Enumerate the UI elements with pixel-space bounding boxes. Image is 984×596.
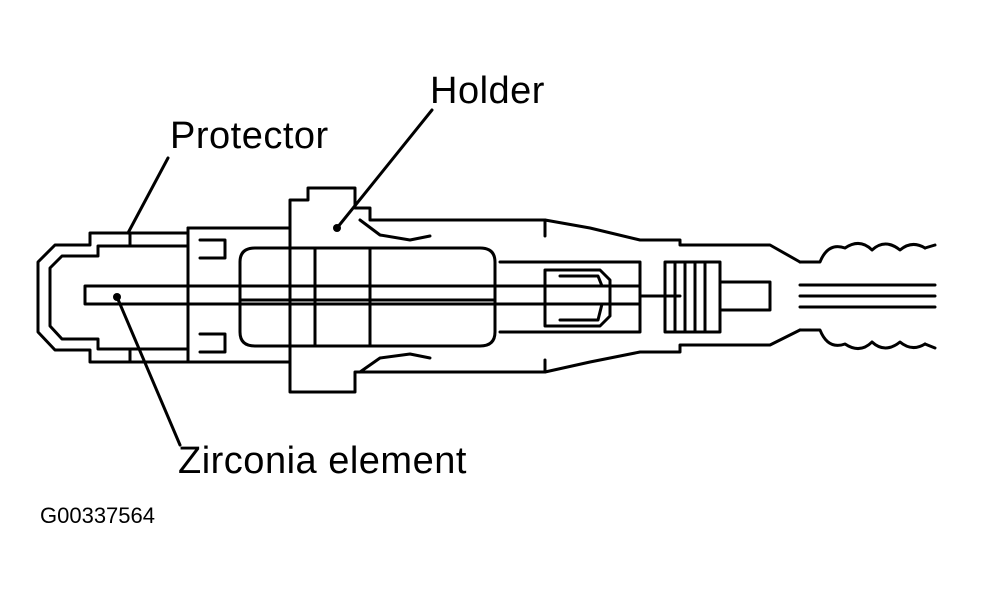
zirconia-leader-line xyxy=(115,295,182,447)
rear-housing xyxy=(498,218,802,374)
protector-shroud xyxy=(36,231,190,364)
insulator-body xyxy=(238,246,497,348)
zirconia-leader-dot xyxy=(113,293,121,301)
wire-harness xyxy=(798,242,937,350)
holder-leader-dot xyxy=(333,224,341,232)
holder-label: Holder xyxy=(430,70,545,112)
holder-body xyxy=(186,186,547,394)
protector-label: Protector xyxy=(170,115,329,157)
protector-leader-line xyxy=(126,156,170,235)
figure-id: G00337564 xyxy=(40,503,155,528)
zirconia-element-label: Zirconia element xyxy=(178,440,467,482)
holder-leader-line xyxy=(335,108,434,230)
terminal-connector xyxy=(663,260,772,334)
